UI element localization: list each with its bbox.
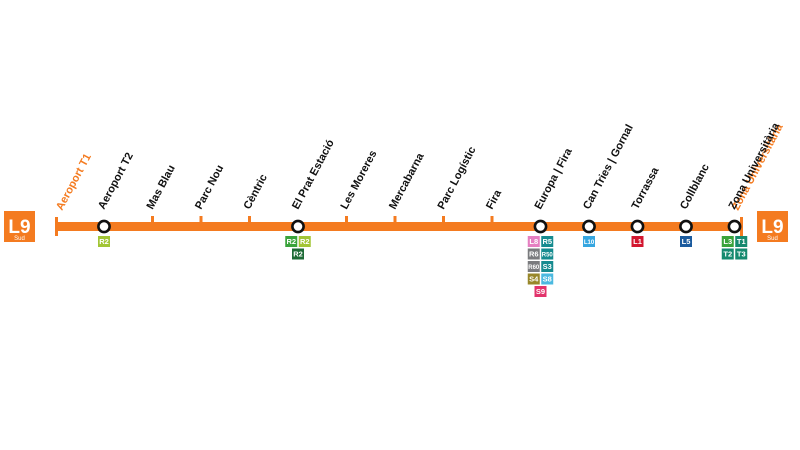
connection-badge-r2: R2	[292, 248, 304, 260]
station-label: El Prat Estació	[290, 138, 337, 212]
connection-badge-label: L3	[723, 237, 732, 246]
station-tick	[345, 216, 348, 224]
connection-badge-l1: L1	[631, 236, 644, 247]
interchange-marker	[727, 219, 742, 234]
connection-badge-label: R2	[99, 237, 109, 246]
connection-badge-label: T3	[737, 250, 746, 259]
terminus-start-label: Aeroport T1	[54, 152, 94, 213]
interchange-marker	[291, 219, 305, 234]
interchange-marker	[533, 219, 548, 234]
station-les-moreres[interactable]: Les Moreres	[339, 149, 380, 224]
station-label: Collblanc	[678, 162, 712, 211]
connection-badge-t1: T1	[735, 236, 748, 247]
stations: Aeroport T2 R2 Mas Blau Parc Nou Cèntric El P…	[96, 120, 783, 297]
station-tick	[490, 216, 494, 224]
connection-badge-label: R2	[293, 250, 303, 259]
connection-badge-label: S9	[536, 287, 545, 296]
line-badge-right-name: L9	[761, 217, 783, 238]
connection-badge-r2: R2	[298, 236, 311, 247]
station-label: Mercabarna	[387, 150, 427, 211]
interchange-marker	[679, 219, 693, 234]
line-badge-left: L9 Sud	[4, 211, 35, 242]
station-label: Cèntric	[242, 172, 270, 211]
connection-badge-label: R6	[529, 250, 539, 259]
connection-badge-s4: S4	[527, 273, 540, 285]
connection-badge-r2: R2	[285, 236, 298, 247]
line-badge-right-sub: Sud	[767, 236, 778, 242]
connection-badge-s8: S8	[541, 273, 554, 285]
connection-badge-label: R50	[542, 253, 554, 259]
connection-badge-label: R2	[300, 237, 310, 246]
connection-badge-label: T2	[723, 250, 732, 259]
station-mas-blau[interactable]: Mas Blau	[145, 163, 178, 224]
connection-badge-r6: R6	[527, 248, 540, 260]
station-aeroport-t2[interactable]: Aeroport T2 R2	[96, 151, 136, 247]
connection-badge-l10: L10	[583, 236, 595, 247]
terminus-end-cap	[740, 217, 743, 236]
station-label: Fira	[484, 187, 504, 211]
connection-badge-label: S3	[543, 262, 552, 271]
connection-badge-r60: R60	[527, 261, 540, 272]
connection-badge-s9: S9	[534, 286, 547, 297]
line-track	[55, 222, 743, 231]
station-label: Aeroport T2	[96, 151, 136, 212]
connection-badge-label: L8	[529, 237, 538, 246]
line-badge-left-sub: Sud	[14, 236, 25, 242]
connection-badge-t2: T2	[721, 248, 734, 260]
station-label: Parc Logístic	[436, 145, 479, 212]
station-tick	[393, 216, 397, 224]
connection-badge-label: T1	[737, 237, 746, 246]
connection-badge-r50: R50	[541, 248, 554, 260]
station-label: Parc Nou	[193, 163, 226, 211]
station-label: Europa | Fira	[533, 146, 576, 212]
connection-badge-t3: T3	[735, 248, 748, 260]
connection-badge-label: R60	[528, 265, 540, 271]
station-tick	[199, 216, 203, 224]
station-tick	[151, 216, 154, 224]
connection-badge-s3: S3	[541, 261, 554, 272]
connection-badge-r5: R5	[541, 236, 554, 247]
connection-badge-l5: L5	[680, 236, 692, 247]
station-tick	[442, 216, 445, 224]
station-label: Can Tries | Gornal	[581, 123, 636, 212]
station-label: Torrassa	[630, 165, 662, 212]
connection-badge-label: L1	[633, 237, 642, 246]
station-centric[interactable]: Cèntric	[242, 172, 270, 224]
interchange-marker	[582, 219, 596, 234]
connection-badge-label: L10	[584, 240, 595, 246]
connection-badge-r2: R2	[98, 236, 110, 247]
station-parc-logistic[interactable]: Parc Logístic	[436, 145, 479, 224]
interchange-marker	[97, 219, 111, 234]
station-label: Zona Universitària	[727, 120, 783, 211]
connection-badge-label: L5	[682, 237, 691, 246]
station-tick	[248, 216, 251, 224]
connection-badge-label: R2	[286, 237, 296, 246]
line-badge-right: L9 Sud	[757, 211, 788, 242]
interchange-marker	[630, 219, 645, 234]
station-fira[interactable]: Fira	[484, 187, 505, 224]
station-parc-nou[interactable]: Parc Nou	[193, 163, 226, 224]
connection-badge-l8: L8	[527, 236, 540, 247]
connection-badge-label: S4	[529, 275, 539, 284]
connection-badge-label: S8	[543, 275, 552, 284]
station-label: Mas Blau	[145, 163, 178, 211]
connection-badge-l3: L3	[721, 236, 734, 247]
line-badge-left-name: L9	[8, 217, 30, 238]
station-mercabarna[interactable]: Mercabarna	[387, 150, 427, 224]
terminus-start-cap	[55, 217, 58, 236]
station-label: Les Moreres	[339, 149, 380, 212]
connection-badge-label: R5	[542, 237, 552, 246]
